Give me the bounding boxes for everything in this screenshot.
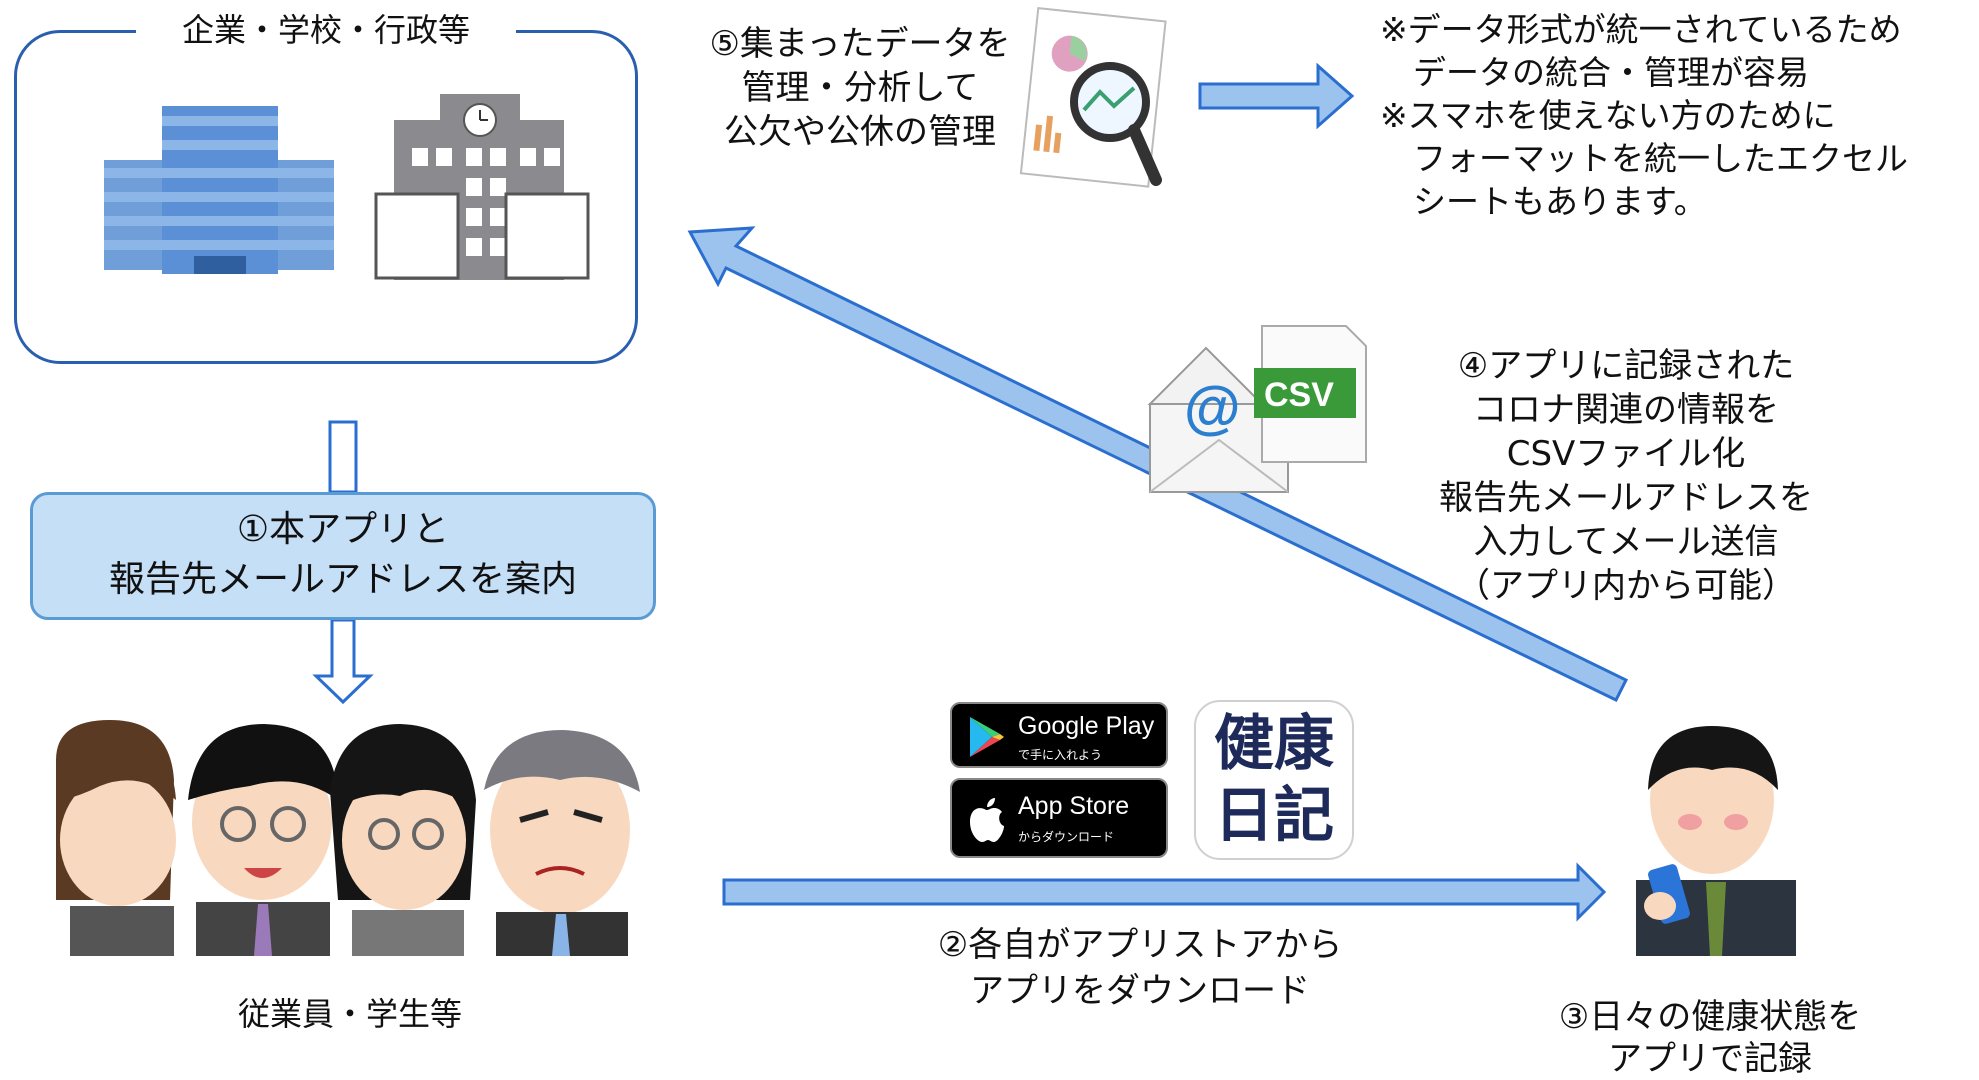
person-with-phone-icon [1636,726,1796,956]
csv-label-text: CSV [1264,376,1334,414]
step5-text: ⑤集まったデータを 管理・分析して 公欠や公休の管理 [709,24,1011,152]
step2-text: ②各自がアプリストアから アプリをダウンロード [937,925,1343,1011]
notes-text: ※データ形式が統一されているため データの統合・管理が容易 ※スマホを使えない方… [1380,10,1908,221]
step3-text: ③日々の健康状態を アプリで記録 [1558,997,1862,1079]
report-analysis-icon [1019,7,1167,188]
right-arrow-notes [1198,62,1355,130]
people-group-icon [56,720,640,956]
google-play-subtitle: で手に入れよう [1018,748,1103,762]
people-label: 従業員・学生等 [237,995,462,1033]
apple-icon [970,798,1004,842]
google-play-title: Google Play [1018,712,1155,740]
down-arrow-to-guide [328,420,358,494]
at-symbol-text: @ [1184,375,1241,440]
app-store-badge[interactable]: App Store からダウンロード [950,778,1168,858]
down-arrow-to-people [312,618,374,705]
office-building-icon [104,106,334,274]
mail-csv-icon [1147,325,1367,493]
app-store-subtitle: からダウンロード [1018,830,1115,844]
kenko-nikki-app-icon[interactable]: 健康 日記 [1194,700,1354,860]
school-building-icon [374,94,590,280]
google-play-icon [970,717,1004,757]
right-arrow-download [722,862,1607,922]
step1-guide-box: ①本アプリと 報告先メールアドレスを案内 [30,492,656,620]
google-play-badge[interactable]: Google Play で手に入れよう [950,702,1168,768]
organizations-title: 企業・学校・行政等 [14,8,638,52]
app-store-title: App Store [1018,792,1130,820]
step4-text: ④アプリに記録された コロナ関連の情報を CSVファイル化 報告先メールアドレス… [1439,346,1813,606]
